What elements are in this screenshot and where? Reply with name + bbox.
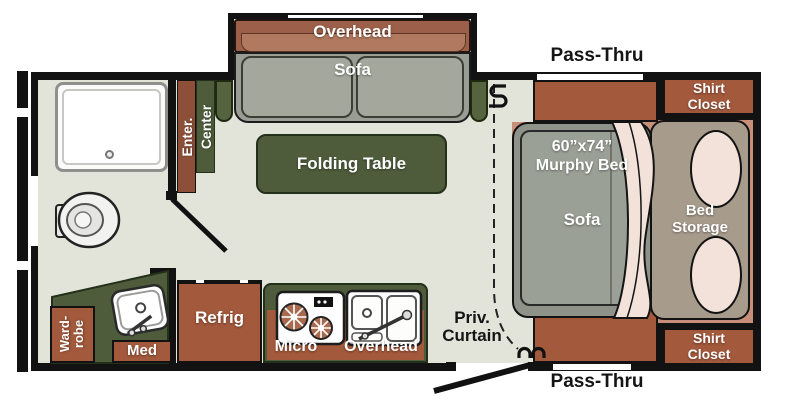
mattress-seam <box>610 132 612 304</box>
window-gap-icon <box>553 364 631 370</box>
closet-wall <box>658 323 665 363</box>
closet-wall <box>658 80 665 120</box>
entry-door-opening <box>455 363 531 371</box>
window-gap-icon <box>17 261 28 270</box>
sofa-armrest <box>470 80 488 122</box>
closet-wall <box>658 323 753 330</box>
shower-drain <box>105 150 114 159</box>
bathroom-door-jamb <box>166 191 177 200</box>
sofa-armrest <box>215 80 233 122</box>
murphy-bed-mattress <box>520 130 644 306</box>
shirt-closet-top <box>665 80 753 113</box>
window-gap-icon <box>31 176 38 246</box>
pillow-icon <box>690 130 742 208</box>
front-cap-wall <box>17 71 28 372</box>
slide-sofa-cushion <box>241 56 353 118</box>
pass-thru-bottom-label: Pass-Thru <box>550 371 644 392</box>
window-gap-icon <box>17 108 28 117</box>
closet-wall <box>658 113 753 120</box>
bathroom-wall <box>168 80 176 198</box>
window-gap-icon <box>537 74 643 80</box>
vent-tick <box>196 280 204 283</box>
medicine-cabinet <box>112 340 172 363</box>
refrigerator <box>177 280 262 363</box>
folding-table <box>256 134 447 194</box>
pass-thru-cabinet-top <box>533 80 658 122</box>
bathroom-lower-wall <box>168 268 176 363</box>
bottom-wall <box>31 363 760 371</box>
slide-overhead-inner <box>241 33 466 52</box>
slideout-left-wall <box>228 13 234 80</box>
main-floor <box>512 80 535 122</box>
door-jamb <box>446 362 456 371</box>
window-gap-icon <box>288 15 423 18</box>
entertainment-center-shelf <box>196 80 215 173</box>
right-wall <box>753 72 761 371</box>
slideout-right-wall <box>471 13 477 80</box>
pass-thru-top-label: Pass-Thru <box>550 45 644 66</box>
slide-sofa-cushion <box>356 56 464 118</box>
entertainment-center-cabinet <box>177 80 196 193</box>
vent-tick <box>240 280 248 283</box>
pillow-icon <box>690 236 742 314</box>
wardrobe-cabinet <box>50 306 95 363</box>
kitchen-lower-cabinet <box>267 310 424 360</box>
door-jamb <box>528 362 538 371</box>
shirt-closet-bottom <box>665 330 753 363</box>
